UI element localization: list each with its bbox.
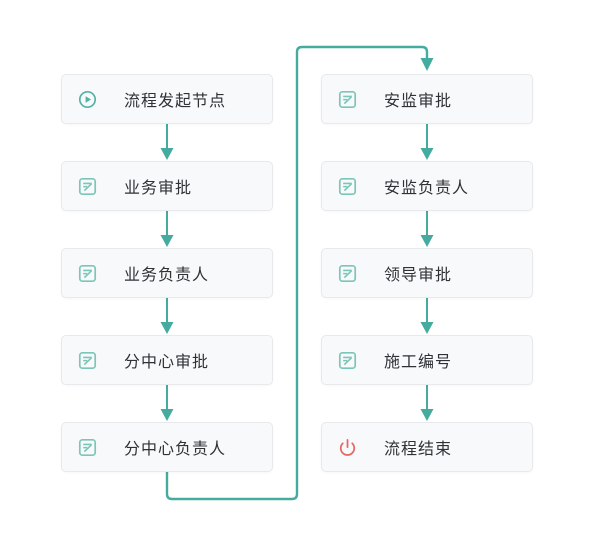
flow-node-label: 安监负责人 [384,180,470,197]
form-icon [78,264,97,283]
play-circle-icon [78,90,97,109]
power-icon [338,438,357,457]
form-icon [338,177,357,196]
flow-node-subcenter-approval[interactable]: 分中心审批 [61,335,273,385]
flow-node-end[interactable]: 流程结束 [321,422,533,472]
flow-node-business-approval[interactable]: 业务审批 [61,161,273,211]
form-icon [338,351,357,370]
flow-node-start[interactable]: 流程发起节点 [61,74,273,124]
flow-node-label: 施工编号 [384,354,453,371]
form-icon [78,177,97,196]
flow-node-label: 分中心审批 [124,354,210,371]
flow-node-business-owner[interactable]: 业务负责人 [61,248,273,298]
flow-node-label: 业务审批 [124,180,193,197]
flow-node-construction-number[interactable]: 施工编号 [321,335,533,385]
flow-node-safety-approval[interactable]: 安监审批 [321,74,533,124]
form-icon [338,90,357,109]
flow-node-label: 流程发起节点 [124,93,227,110]
form-icon [338,264,357,283]
flow-node-label: 流程结束 [384,441,453,458]
flow-node-label: 业务负责人 [124,267,210,284]
flow-node-subcenter-owner[interactable]: 分中心负责人 [61,422,273,472]
flow-node-label: 领导审批 [384,267,453,284]
flow-node-leader-approval[interactable]: 领导审批 [321,248,533,298]
form-icon [78,351,97,370]
flow-node-label: 安监审批 [384,93,453,110]
flow-node-safety-owner[interactable]: 安监负责人 [321,161,533,211]
flow-node-label: 分中心负责人 [124,441,227,458]
form-icon [78,438,97,457]
